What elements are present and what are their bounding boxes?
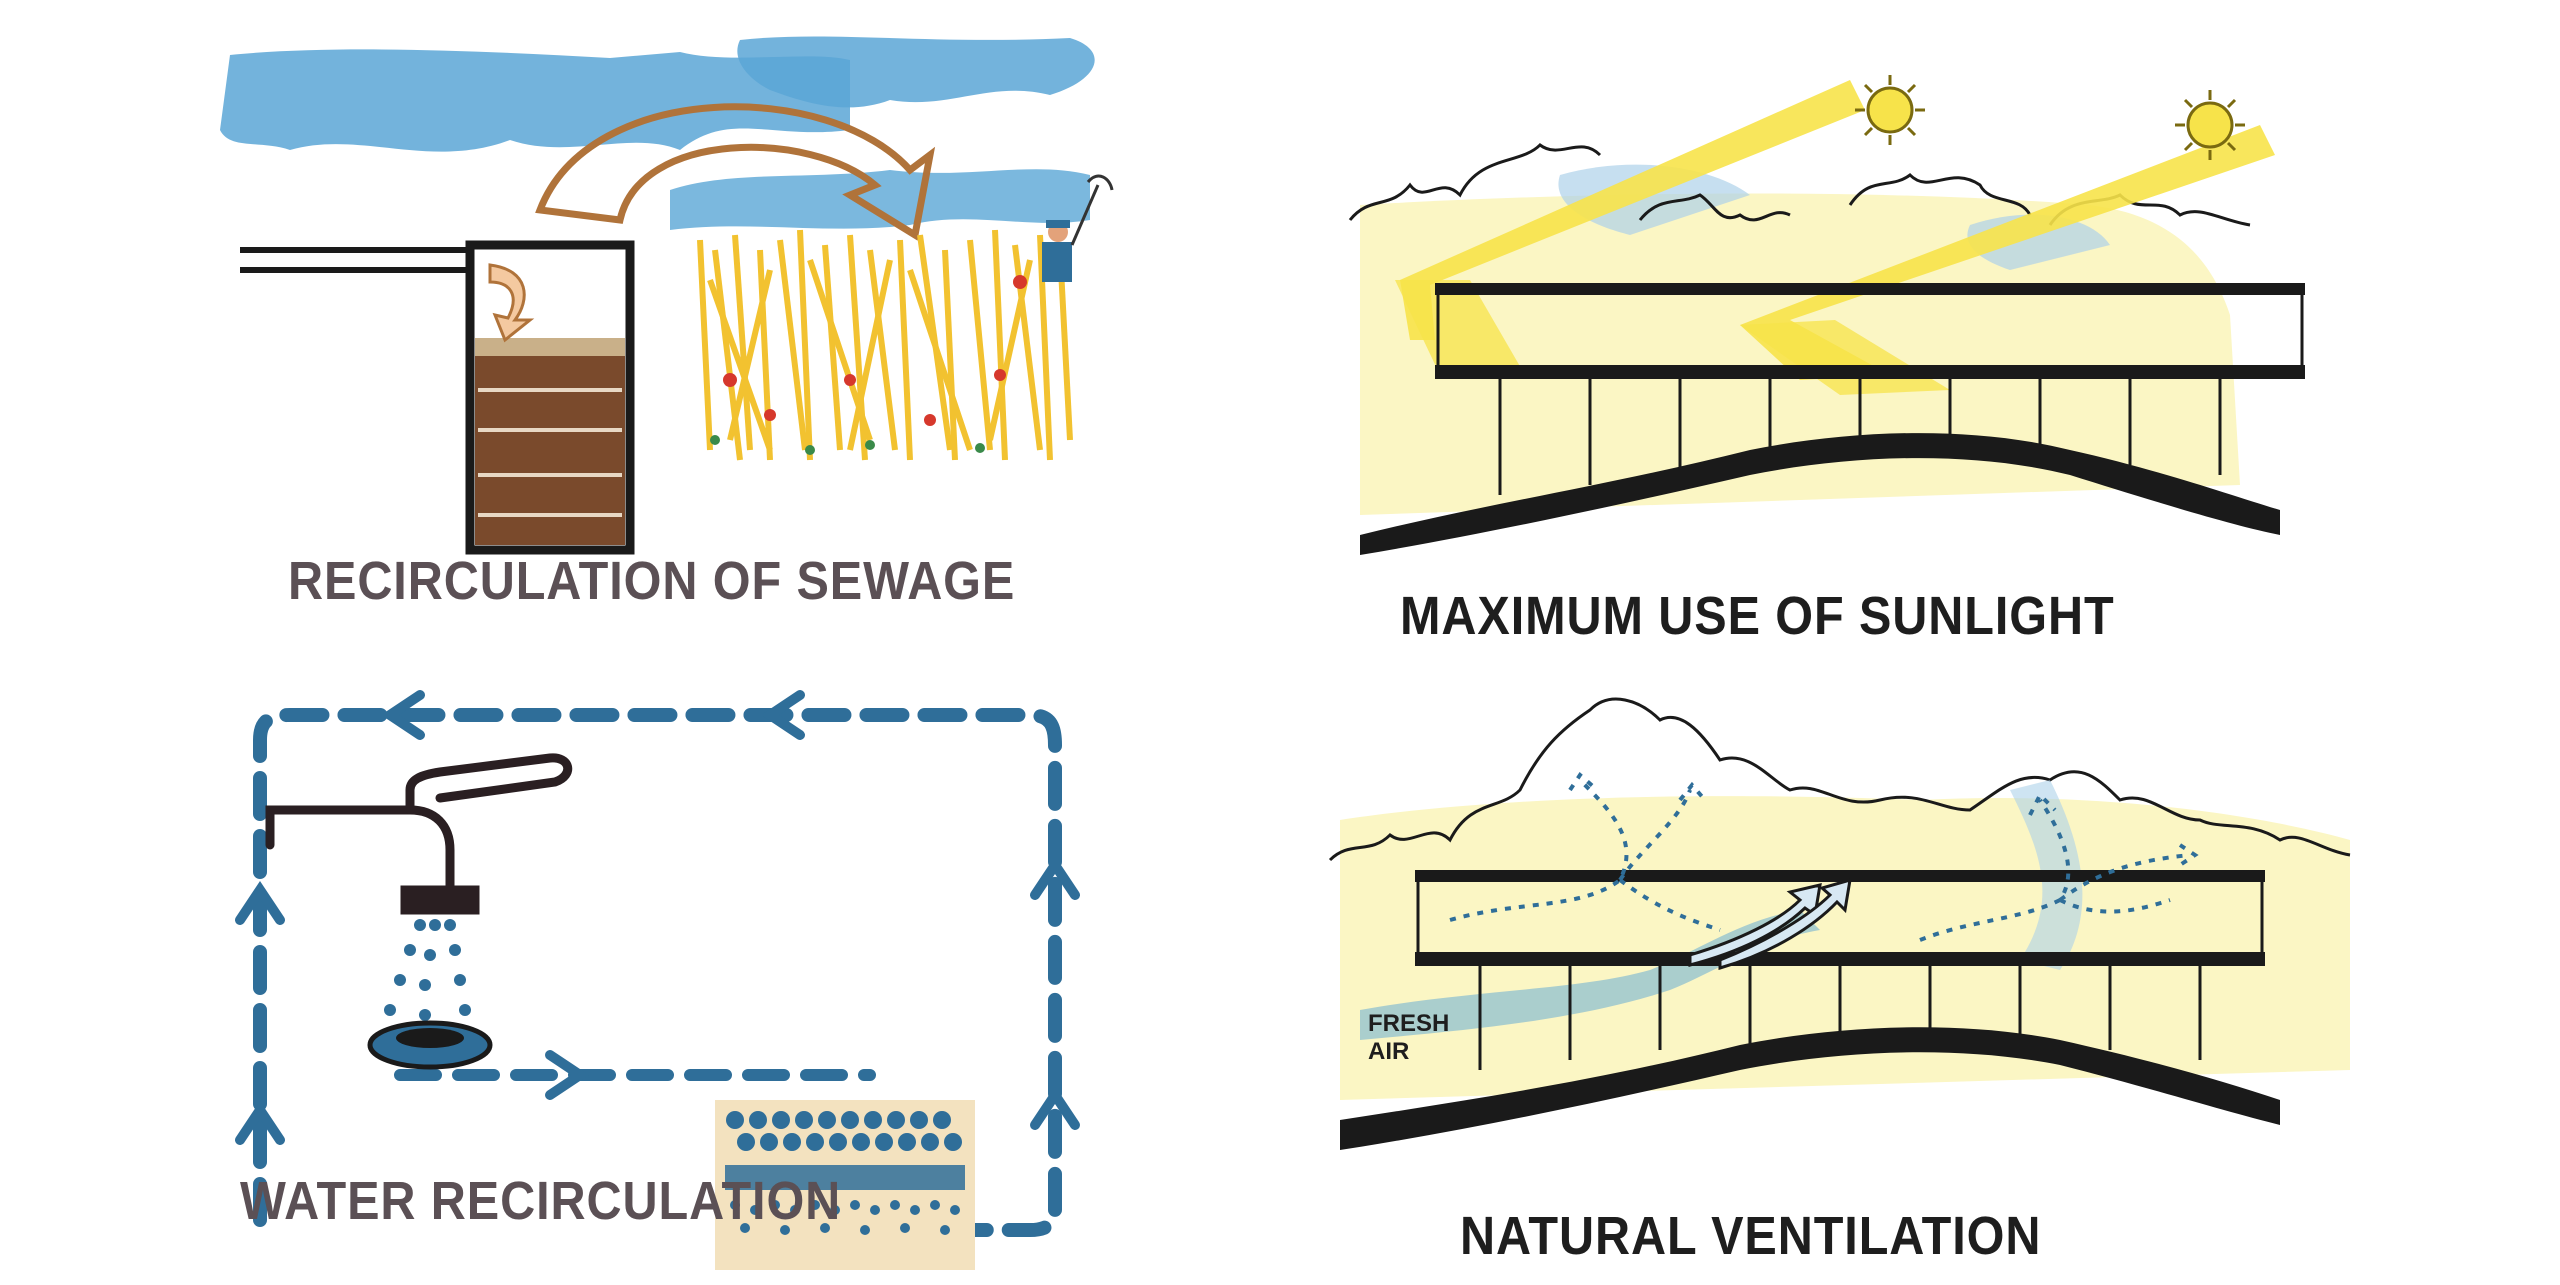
caption-natural-ventilation: NATURAL VENTILATION xyxy=(1460,1206,2042,1266)
sewage-sketch xyxy=(220,36,1114,555)
fresh-air-label-line1: FRESH xyxy=(1368,1010,1450,1037)
fresh-air-label: FRESH AIR xyxy=(1368,1010,1449,1066)
arrow-up-icon xyxy=(1030,855,1080,900)
sludge-layers xyxy=(475,345,625,545)
sunlight-sketch xyxy=(1348,75,2305,555)
arrow-up-icon xyxy=(1030,1085,1080,1130)
ground-terrain xyxy=(1340,1027,2280,1150)
caption-recirculation-of-sewage: RECIRCULATION OF SEWAGE xyxy=(288,551,1016,611)
sunlight-panel: MAXIMUM USE OF SUNLIGHT xyxy=(1330,55,2330,655)
sky-wash-mid xyxy=(670,169,1090,230)
sewage-recirculation-panel: RECIRCULATION OF SEWAGE xyxy=(210,20,1150,620)
faucet-icon xyxy=(265,753,572,915)
recirculation-loop xyxy=(253,708,1062,1237)
arrow-left-icon xyxy=(380,690,425,740)
sky-wash-right xyxy=(737,36,1095,108)
ground-terrain xyxy=(1360,433,2280,555)
sun-icon xyxy=(1855,75,1925,145)
caption-maximum-use-of-sunlight: MAXIMUM USE OF SUNLIGHT xyxy=(1400,586,2115,646)
arrow-left-icon xyxy=(760,690,805,740)
ventilation-sketch xyxy=(1328,697,2351,1150)
water-recirculation-panel: WATER RECIRCULATION xyxy=(210,680,1090,1270)
arrow-right-icon xyxy=(545,1050,590,1100)
building-roof xyxy=(1435,283,2305,295)
water-sketch xyxy=(235,690,1080,1270)
building-floor xyxy=(1415,952,2265,966)
ventilation-panel: FRESH AIR NATURAL VENTILATION xyxy=(1320,670,2370,1270)
arrow-up-icon xyxy=(235,880,285,925)
arrow-up-icon xyxy=(235,1100,285,1145)
sky-wash xyxy=(220,49,850,152)
farmer-figure xyxy=(1042,174,1114,282)
crop-field xyxy=(697,229,1073,461)
sun-icon xyxy=(2175,90,2245,160)
sewage-to-field-arrow xyxy=(535,103,936,241)
sun-ray-right xyxy=(1740,125,2275,380)
building-roof xyxy=(1415,870,2265,882)
sun-ray-left xyxy=(1400,80,1865,340)
tree-canopy xyxy=(1328,697,2351,862)
building-floor xyxy=(1435,365,2305,379)
fresh-air-label-line2: AIR xyxy=(1368,1038,1410,1065)
tree-canopy xyxy=(1348,143,2251,227)
caption-water-recirculation: WATER RECIRCULATION xyxy=(240,1171,842,1231)
